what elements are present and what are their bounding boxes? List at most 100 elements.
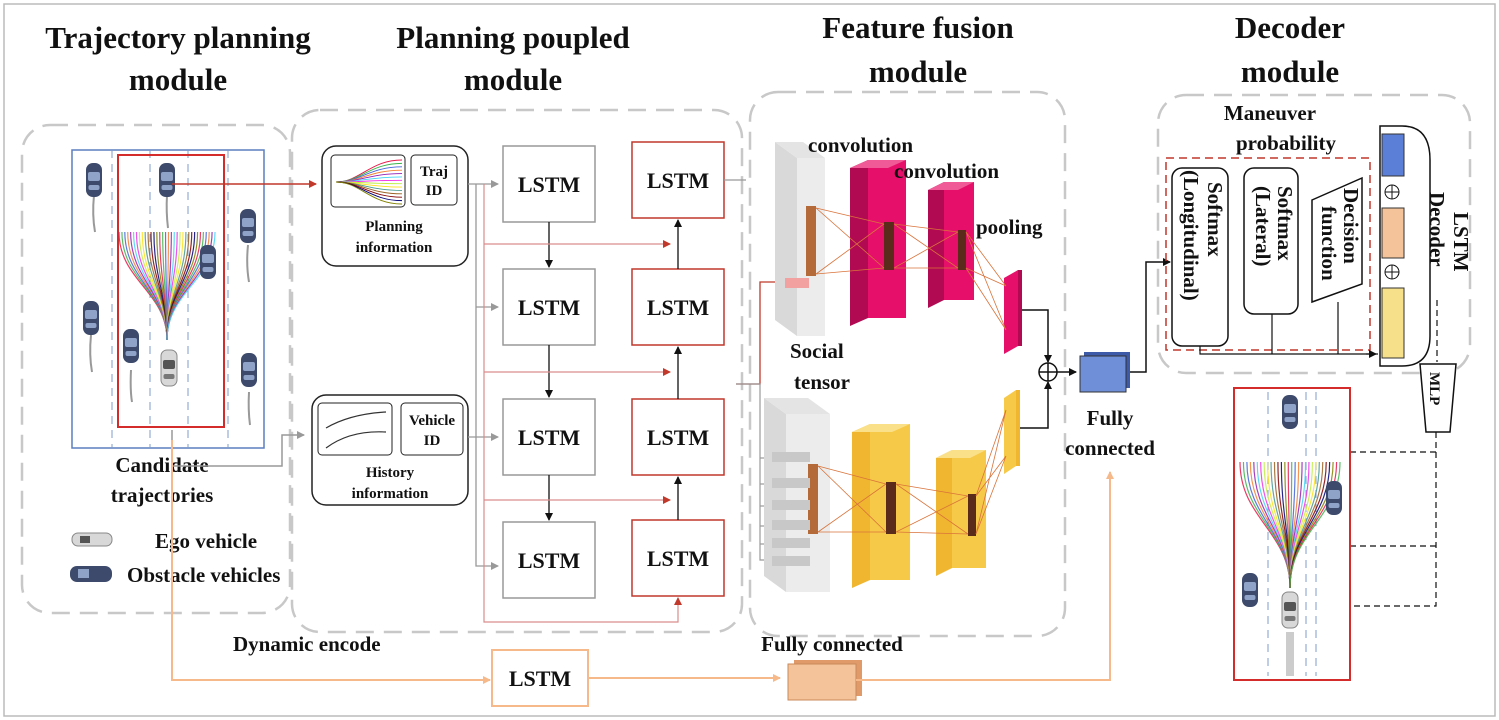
fully-connected-label: Fully connected	[1065, 406, 1155, 460]
lstm-cell-planning: LSTM	[631, 519, 725, 597]
ego-car	[160, 349, 178, 387]
dynamic-encode-label: Dynamic encode	[233, 632, 381, 656]
svg-text:Trajectory planning: Trajectory planning	[45, 20, 311, 55]
bottom-lstm-box: LSTM	[491, 649, 589, 707]
svg-text:Social: Social	[790, 339, 844, 363]
legend-obstacle-icon	[70, 566, 112, 582]
module-title-feature-fusion: Feature fusion module	[822, 10, 1013, 89]
svg-text:module: module	[869, 54, 967, 89]
svg-text:connected: connected	[1065, 436, 1155, 460]
svg-text:(Lateral): (Lateral)	[1251, 186, 1275, 266]
candidate-region	[117, 154, 225, 428]
lstm-cell-planning: LSTM	[631, 141, 725, 219]
svg-text:ID: ID	[424, 433, 441, 449]
yellow-conv-block-1	[852, 424, 910, 588]
module-title-planning-coupled: Planning poupled module	[396, 20, 629, 97]
module-title-trajectory-planning: Trajectory planning module	[45, 20, 311, 97]
lstm-cell-label: LSTM	[518, 295, 581, 320]
lstm-cell-planning: LSTM	[631, 398, 725, 476]
softmax-lateral-box: Softmax (Lateral)	[1243, 167, 1299, 315]
predicted-trajectory-fan	[1239, 461, 1341, 589]
svg-text:Traj: Traj	[420, 164, 448, 180]
svg-text:ID: ID	[426, 183, 443, 199]
decision-function-box: Decision function	[1311, 176, 1363, 304]
maneuver-region	[1165, 157, 1371, 351]
lstm-decoder-label: LSTM Decoder	[1425, 192, 1473, 272]
outer-frame	[3, 3, 1496, 717]
legend-ego-icon	[71, 532, 113, 547]
svg-text:Candidate: Candidate	[115, 453, 208, 477]
svg-text:LSTM: LSTM	[1449, 212, 1473, 272]
svg-text:Fully: Fully	[1087, 406, 1134, 430]
social-tensor-lower	[764, 398, 830, 592]
pooling-label: pooling	[976, 215, 1043, 239]
magenta-conv-block-2	[928, 182, 974, 308]
obstacle-car	[1282, 395, 1298, 429]
yellow-conv-block-2	[936, 450, 986, 576]
obstacle-car	[86, 163, 102, 197]
history-information-box: Vehicle ID History information	[311, 394, 469, 506]
svg-text:probability: probability	[1236, 131, 1336, 155]
svg-text:LSTM: LSTM	[509, 666, 572, 691]
planning-trajectory-thumbnail	[335, 159, 403, 205]
planning-information-box: Traj ID Planning information	[321, 145, 469, 267]
obstacle-car	[200, 245, 216, 279]
conv-projection-lines	[815, 207, 1007, 535]
lstm-cell-label: LSTM	[647, 546, 710, 571]
yellow-pool-block	[1004, 390, 1020, 474]
module-title-decoder: Decoder module	[1235, 10, 1345, 89]
bottom-fully-connected-label: Fully connected	[761, 632, 903, 656]
candidate-trajectories-label: Candidate trajectories	[111, 453, 214, 507]
svg-text:Ego vehicle: Ego vehicle	[155, 529, 257, 553]
obstacle-car	[83, 301, 99, 335]
fully-connected-block	[1079, 352, 1130, 393]
bottom-fully-connected-block	[787, 660, 862, 701]
svg-text:Softmax: Softmax	[1203, 182, 1227, 257]
svg-text:Obstacle vehicles: Obstacle vehicles	[127, 563, 280, 587]
svg-text:(Longitudinal): (Longitudinal)	[1179, 170, 1203, 301]
obstacle-car	[123, 329, 139, 363]
candidate-trajectory-fan	[118, 231, 216, 341]
svg-text:History: History	[366, 465, 415, 481]
lstm-cell-encoder: LSTM	[502, 268, 596, 346]
svg-text:module: module	[1241, 54, 1339, 89]
lstm-connections	[468, 179, 783, 623]
mlp-box: MLP	[1419, 363, 1457, 433]
obstacle-car	[241, 353, 257, 387]
decoder-state-stack	[1379, 125, 1431, 367]
ego-car	[1281, 591, 1299, 629]
lstm-cell-encoder: LSTM	[502, 521, 596, 599]
lstm-cell-label: LSTM	[647, 425, 710, 450]
obstacle-car	[1242, 573, 1258, 607]
lstm-cell-label: LSTM	[518, 548, 581, 573]
svg-text:module: module	[129, 62, 227, 97]
convolution-label-2: convolution	[894, 159, 999, 183]
fusion-sum-node	[1038, 362, 1058, 382]
svg-text:module: module	[464, 62, 562, 97]
lstm-cell-label: LSTM	[518, 172, 581, 197]
lstm-cell-label: LSTM	[647, 168, 710, 193]
convolution-label-1: convolution	[808, 133, 913, 157]
planning-module-container	[290, 108, 744, 634]
decoder-module-container	[1156, 93, 1472, 375]
encoder-lstm-column: LSTM LSTM LSTM LSTM	[502, 145, 596, 599]
social-tensor-label: Social tensor	[790, 339, 850, 394]
svg-text:function: function	[1317, 206, 1341, 281]
social-tensor-upper	[775, 142, 825, 336]
magenta-conv-block-1	[850, 160, 906, 326]
svg-text:Planning: Planning	[365, 219, 423, 235]
svg-text:Vehicle: Vehicle	[409, 413, 455, 429]
maneuver-probability-label: Maneuver probability	[1224, 101, 1337, 155]
fusion-module-container	[748, 90, 1067, 638]
output-road-scene	[1233, 387, 1351, 681]
svg-text:Softmax: Softmax	[1273, 186, 1297, 261]
svg-text:trajectories: trajectories	[111, 483, 214, 507]
svg-text:Decision: Decision	[1339, 188, 1363, 264]
lstm-cell-encoder: LSTM	[502, 398, 596, 476]
obstacle-car	[240, 209, 256, 243]
svg-text:Decoder: Decoder	[1235, 10, 1345, 45]
svg-text:Planning poupled: Planning poupled	[396, 20, 629, 55]
svg-text:information: information	[352, 486, 429, 502]
